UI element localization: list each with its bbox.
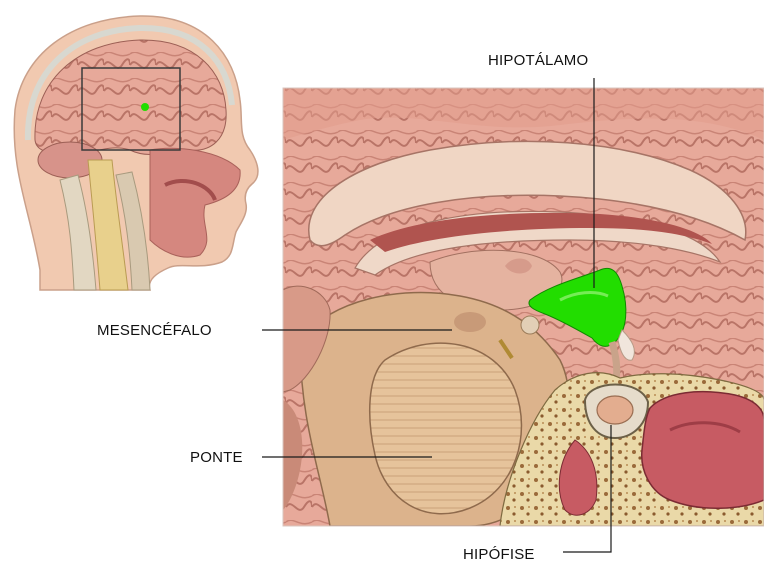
magnified-section [283, 88, 764, 526]
head-thumbnail [14, 16, 258, 290]
pituitary-gland [597, 396, 633, 424]
sphenoid-sinus [642, 392, 764, 509]
hypothalamus-label: HIPOTÁLAMO [488, 52, 588, 69]
midbrain-label: MESENCÉFALO [97, 322, 212, 339]
pituitary-label: HIPÓFISE [463, 546, 535, 563]
thumbnail-highlight-spot [141, 103, 149, 111]
pons-bulge [370, 343, 522, 514]
pons-label: PONTE [190, 449, 243, 466]
